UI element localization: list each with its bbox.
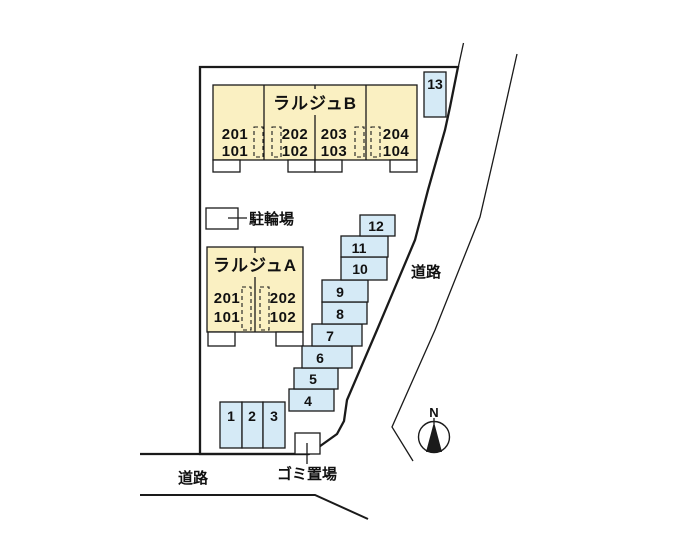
building-a-title: ラルジュA — [213, 256, 297, 275]
building-b-porch-2 — [287, 159, 316, 173]
parking-stalls-1-3: 1 2 3 — [219, 401, 286, 449]
building-b-porch-1 — [212, 159, 241, 173]
building-b: ラルジュB 201 101 202 102 203 103 204 104 — [212, 84, 418, 173]
road-right-edge — [391, 53, 518, 462]
building-a-unit-2-lower: 102 — [270, 309, 297, 326]
parking-stall-8 — [321, 301, 368, 325]
parking-stall-6 — [301, 345, 353, 369]
building-b-unit-4-upper: 204 — [383, 126, 410, 143]
parking-stall-13-label: 13 — [427, 76, 443, 92]
parking-stall-3-label: 3 — [270, 408, 278, 424]
parking-stall-7 — [311, 323, 363, 347]
garbage-area-label: ゴミ置場 — [277, 465, 337, 483]
parking-stall-9-label: 9 — [336, 284, 344, 300]
building-b-entry-dash-1 — [253, 126, 264, 158]
building-b-title-backplate — [267, 89, 363, 115]
parking-stall-1-label: 1 — [227, 408, 235, 424]
building-a-title-backplate — [213, 253, 297, 277]
parking-stall-12 — [359, 214, 396, 237]
parking-stall-9 — [321, 279, 369, 303]
road-right-label: 道路 — [411, 263, 442, 281]
building-a-porch-1 — [207, 331, 236, 347]
parking-stall-12-label: 12 — [368, 218, 384, 234]
building-a-unit-1-lower: 101 — [214, 309, 241, 326]
building-b-porch-3 — [314, 159, 343, 173]
parking-stall-8-label: 8 — [336, 306, 344, 322]
building-b-entry-dash-2 — [271, 126, 282, 158]
road-bottom-label: 道路 — [178, 469, 209, 487]
parking-stall-7-label: 7 — [326, 328, 334, 344]
parking-stall-13-group: 13 — [423, 71, 447, 118]
parking-stall-2-label: 2 — [248, 408, 256, 424]
building-b-unit-1-lower: 101 — [222, 143, 249, 160]
building-b-porch-4 — [389, 159, 418, 173]
building-a-porch-2 — [275, 331, 304, 347]
parking-stall-13 — [423, 71, 447, 118]
north-compass: N — [417, 405, 451, 454]
bicycle-parking-label: 駐輪場 — [249, 210, 294, 228]
building-b-unit-3-lower: 103 — [321, 143, 348, 160]
building-a: ラルジュA 201 101 202 102 — [206, 246, 304, 347]
building-b-unit-4-lower: 104 — [383, 143, 410, 160]
road-left-edge-extension — [457, 42, 465, 67]
building-b-title: ラルジュB — [273, 94, 357, 113]
building-a-unit-2-upper: 202 — [270, 290, 297, 307]
parking-stall-4-label: 4 — [304, 393, 312, 409]
building-a-entry-dash-2 — [259, 286, 270, 331]
building-a-unit-1-upper: 201 — [214, 290, 241, 307]
building-a-entry-dash-1 — [241, 286, 252, 331]
bottom-road-lower-edge — [140, 494, 369, 520]
building-b-unit-3-upper: 203 — [321, 126, 348, 143]
north-needle-icon — [426, 422, 442, 452]
garbage-area: ゴミ置場 — [277, 432, 337, 483]
parking-stall-10-label: 10 — [352, 261, 368, 277]
parking-stall-3 — [262, 401, 286, 449]
parking-stall-5-label: 5 — [309, 371, 317, 387]
building-b-entry-dash-3 — [354, 126, 365, 158]
building-b-unit-2-upper: 202 — [282, 126, 309, 143]
parking-stall-6-label: 6 — [316, 350, 324, 366]
north-label: N — [429, 405, 438, 420]
parking-stall-11-label: 11 — [352, 240, 367, 256]
building-b-unit-1-upper: 201 — [222, 126, 249, 143]
bicycle-parking: 駐輪場 — [205, 207, 294, 230]
building-b-entry-dash-4 — [370, 126, 381, 158]
parking-stalls-4-12: 4 5 6 7 8 9 10 11 12 — [288, 214, 396, 412]
building-b-unit-2-lower: 102 — [282, 143, 309, 160]
